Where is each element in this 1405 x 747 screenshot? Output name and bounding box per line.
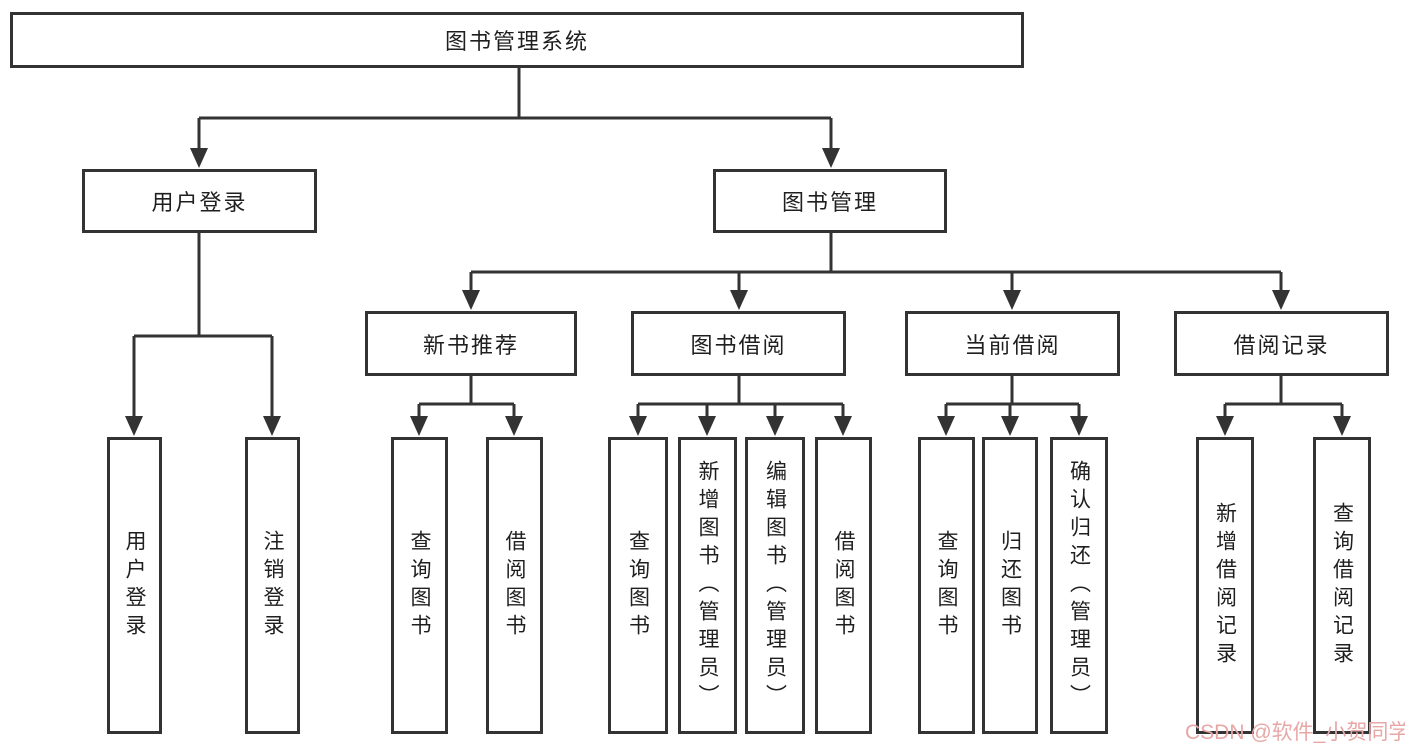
leaf-borrow-books-new: 借阅图书 bbox=[486, 437, 543, 734]
node-label: 借阅记录 bbox=[1233, 332, 1330, 358]
node-label: 用户登录 bbox=[151, 190, 248, 215]
connector-path bbox=[132, 66, 1344, 418]
leaf-query-books: 查询图书 bbox=[608, 437, 668, 734]
leaf-query-borrow-record: 查询借阅记录 bbox=[1313, 437, 1371, 734]
leaf-label: 借阅图书 bbox=[503, 529, 526, 642]
arrowhead-icons bbox=[125, 148, 1351, 436]
leaf-label: 查询图书 bbox=[626, 529, 650, 642]
leaf-label: 新增图书（管理员） bbox=[696, 459, 719, 712]
node-label: 当前借阅 bbox=[964, 332, 1061, 358]
leaf-add-borrow-record: 新增借阅记录 bbox=[1196, 437, 1254, 734]
node-label: 图书管理系统 bbox=[444, 29, 589, 54]
leaf-borrow-books: 借阅图书 bbox=[815, 437, 872, 734]
leaf-return-books: 归还图书 bbox=[982, 437, 1038, 734]
node-label: 图书管理 bbox=[781, 190, 878, 215]
watermark: CSDN @软件_小贺同学 bbox=[1185, 721, 1405, 744]
node-new-book-recommendation: 新书推荐 bbox=[365, 311, 577, 376]
leaf-user-login: 用户登录 bbox=[107, 437, 162, 734]
node-book-borrowing: 图书借阅 bbox=[631, 311, 846, 376]
leaf-label: 查询借阅记录 bbox=[1330, 501, 1354, 670]
leaf-label: 归还图书 bbox=[998, 529, 1022, 642]
leaf-add-books-admin: 新增图书（管理员） bbox=[678, 437, 737, 734]
leaf-query-books-current: 查询图书 bbox=[918, 437, 975, 734]
leaf-label: 用户登录 bbox=[123, 529, 146, 642]
leaf-logout: 注销登录 bbox=[245, 437, 300, 734]
node-book-management: 图书管理 bbox=[713, 169, 947, 233]
node-user-login: 用户登录 bbox=[82, 169, 317, 233]
node-label: 新书推荐 bbox=[422, 332, 519, 358]
leaf-label: 确认归还（管理员） bbox=[1067, 459, 1091, 712]
node-library-management-system: 图书管理系统 bbox=[10, 12, 1024, 68]
leaf-edit-books-admin: 编辑图书（管理员） bbox=[745, 437, 805, 734]
leaf-confirm-return-admin: 确认归还（管理员） bbox=[1050, 437, 1108, 734]
leaf-query-books-new: 查询图书 bbox=[391, 437, 448, 734]
leaf-label: 查询图书 bbox=[408, 529, 431, 642]
leaf-label: 借阅图书 bbox=[832, 529, 855, 642]
leaf-label: 新增借阅记录 bbox=[1213, 501, 1237, 670]
node-current-borrowing: 当前借阅 bbox=[905, 311, 1120, 376]
node-label: 图书借阅 bbox=[690, 332, 787, 358]
leaf-label: 注销登录 bbox=[261, 529, 284, 642]
leaf-label: 编辑图书（管理员） bbox=[763, 459, 787, 712]
leaf-label: 查询图书 bbox=[935, 529, 958, 642]
node-borrowing-records: 借阅记录 bbox=[1174, 311, 1389, 376]
